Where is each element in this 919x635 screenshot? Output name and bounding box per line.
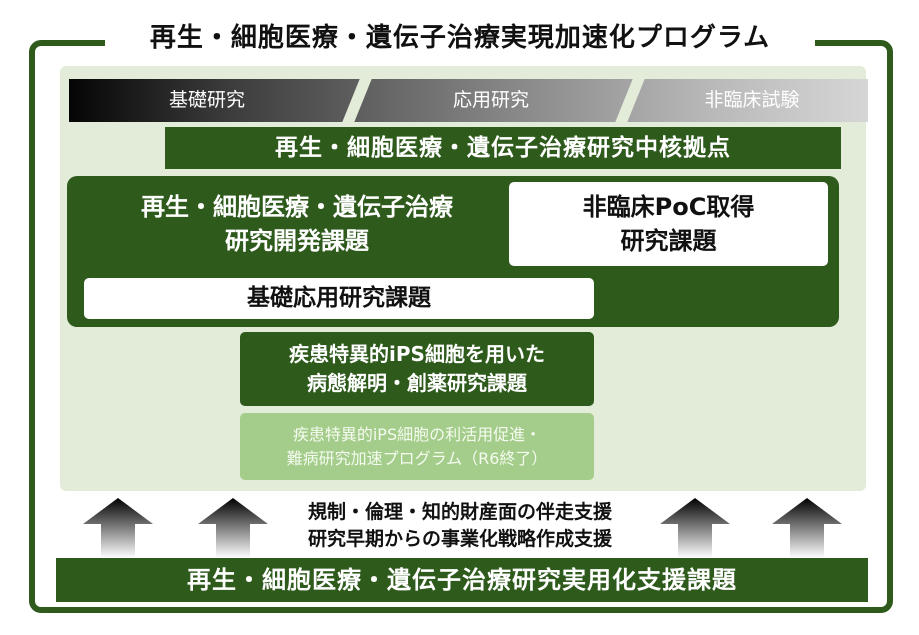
phase-basic-research: 基礎研究 xyxy=(168,89,245,111)
development-title-line2: 研究開発課題 xyxy=(225,227,369,255)
support-line2: 研究早期からの事業化戦略作成支援 xyxy=(307,528,612,550)
poc-task-box: 非臨床PoC取得 研究課題 xyxy=(509,182,828,266)
ips-old-line1: 疾患特異的iPS細胞の利活用促進・ xyxy=(292,425,542,444)
poc-line1: 非臨床PoC取得 xyxy=(582,193,755,221)
core-hub-box: 再生・細胞医療・遺伝子治療研究中核拠点 xyxy=(165,127,841,169)
ips-ended-program-box: 疾患特異的iPS細胞の利活用促進・ 難病研究加速プログラム（R6終了） xyxy=(240,413,594,480)
ips-research-task-box: 疾患特異的iPS細胞を用いた 病態解明・創薬研究課題 xyxy=(240,332,594,406)
phase-applied-research: 応用研究 xyxy=(452,89,529,111)
support-description: 規制・倫理・知的財産面の伴走支援 研究早期からの事業化戦略作成支援 xyxy=(230,499,690,553)
ips-line2: 病態解明・創薬研究課題 xyxy=(307,371,527,395)
ips-line1: 疾患特異的iPS細胞を用いた xyxy=(289,342,545,366)
up-arrow-icon xyxy=(772,498,842,558)
up-arrow-icon xyxy=(198,498,268,558)
practical-support-task-box: 再生・細胞医療・遺伝子治療研究実用化支援課題 xyxy=(56,558,868,602)
up-arrow-icon xyxy=(660,498,730,558)
poc-line2: 研究課題 xyxy=(620,227,717,255)
phase-nonclinical-trial: 非臨床試験 xyxy=(704,89,800,111)
basic-applied-task-box: 基礎応用研究課題 xyxy=(84,278,594,319)
program-title: 再生・細胞医療・遺伝子治療実現加速化プログラム xyxy=(105,16,815,60)
up-arrow-icon xyxy=(83,498,153,558)
support-line1: 規制・倫理・知的財産面の伴走支援 xyxy=(307,501,612,523)
development-title-line1: 再生・細胞医療・遺伝子治療 xyxy=(141,193,453,221)
ips-old-line2: 難病研究加速プログラム（R6終了） xyxy=(286,449,548,468)
development-task-title: 再生・細胞医療・遺伝子治療 研究開発課題 xyxy=(92,190,502,258)
phase-bar xyxy=(69,79,868,122)
